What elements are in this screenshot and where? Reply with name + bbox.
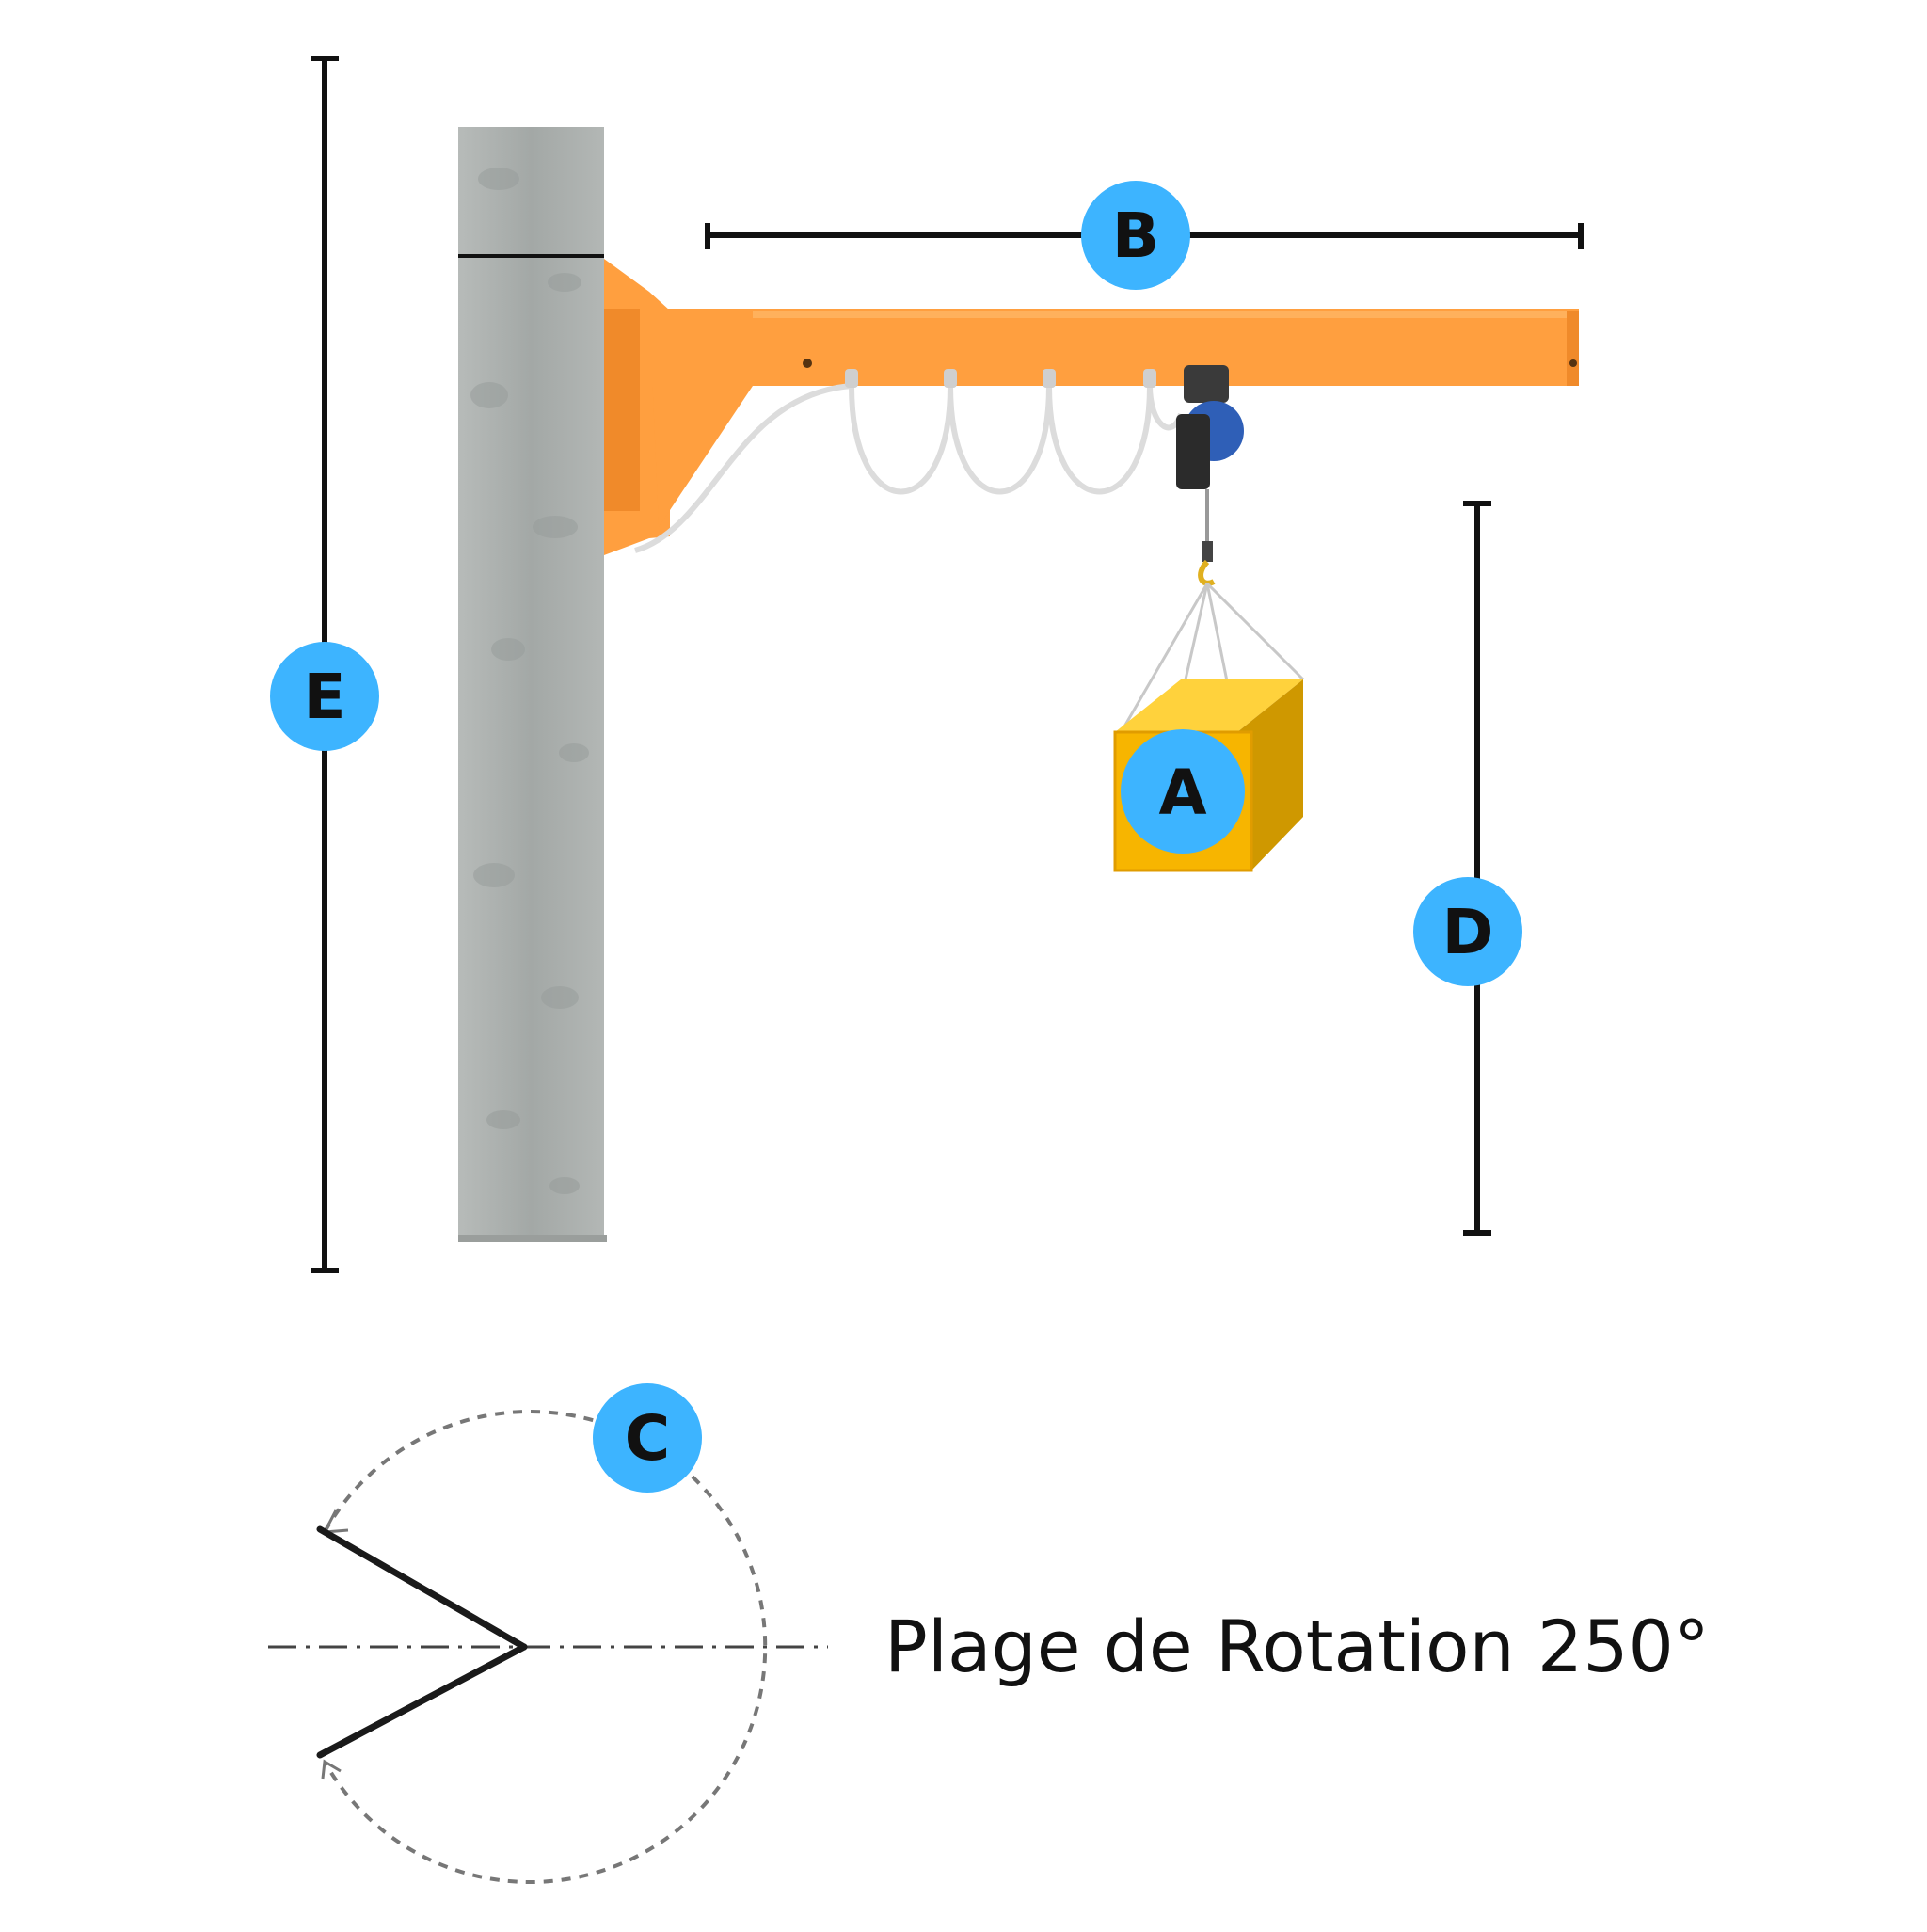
label-badge-e: E <box>270 642 379 751</box>
label-b: B <box>1112 200 1159 272</box>
electric-hoist <box>1176 365 1244 586</box>
label-a: A <box>1158 757 1206 829</box>
concrete-column <box>458 127 607 1242</box>
dimension-d <box>1463 501 1491 1236</box>
rotation-caption: Plage de Rotation 250° <box>884 1605 1710 1688</box>
label-c: C <box>625 1402 670 1475</box>
label-badge-a: A <box>1121 729 1245 854</box>
jib-arm <box>604 259 1579 555</box>
festoon-cable <box>634 369 1184 553</box>
label-d: D <box>1442 896 1494 968</box>
label-badge-c: C <box>593 1383 702 1493</box>
rotation-diagram <box>268 1410 828 1884</box>
label-badge-b: B <box>1081 181 1190 290</box>
label-e: E <box>303 661 345 733</box>
label-badge-d: D <box>1413 877 1522 986</box>
